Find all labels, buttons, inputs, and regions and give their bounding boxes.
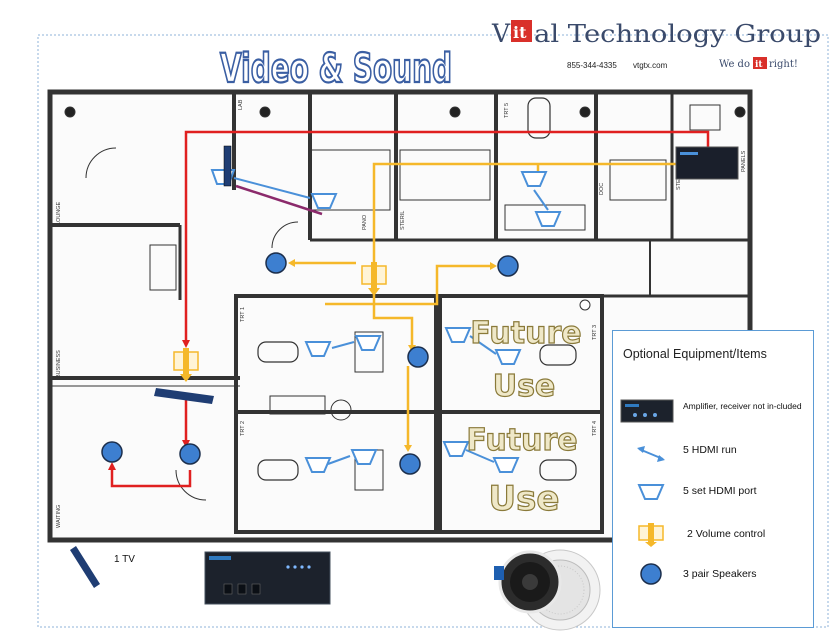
speaker-icon [101, 441, 123, 463]
brand-tagline-it-box [753, 57, 767, 69]
future-use-2-line-2: Use [489, 479, 560, 519]
hdmi-port-icon [494, 349, 522, 365]
speaker-icon [640, 563, 662, 585]
room-label-op5: TRT 5 [504, 103, 510, 118]
hdmi-runs [233, 177, 549, 465]
brand-it-box [511, 20, 532, 42]
speaker-icon [407, 346, 429, 368]
volume-control-icon [638, 523, 664, 547]
brand-tagline-prefix: We do [719, 59, 750, 70]
page-title: Video & Sound [220, 46, 452, 92]
hdmi-port-icon [492, 457, 520, 473]
tv-legend-icon [70, 546, 100, 588]
legend-item-hdmi-port: 5 set HDMI port [613, 481, 813, 511]
tv-wall-business [154, 388, 214, 404]
volume-control-icon [173, 348, 199, 382]
room-label-pano: PANO [362, 214, 368, 230]
future-use-1-line-1: Future [470, 316, 581, 351]
tv-label: 1 TV [114, 554, 135, 565]
yellow-arrow-head [490, 262, 497, 270]
legend-item-volume: 2 Volume control [613, 521, 813, 551]
legend-item-speakers: 3 pair Speakers [613, 561, 813, 591]
speakers [101, 252, 519, 475]
volume-control-icon [361, 262, 387, 296]
future-use-2-line-1: Future [466, 423, 577, 458]
legend-label-speakers: 3 pair Speakers [683, 568, 757, 580]
legend-label-volume: 2 Volume control [687, 528, 766, 540]
legend-title: Optional Equipment/Items [623, 347, 767, 361]
ceiling-speaker-photo [494, 549, 601, 631]
yellow-arrow-head [288, 259, 295, 267]
speaker-icon [179, 443, 201, 465]
red-arrow-head [182, 440, 190, 448]
hdmi-port-icon [442, 441, 470, 457]
hdmi-port-icon [310, 193, 338, 209]
room-label-doc: DOC [599, 183, 605, 195]
hdmi-port-icon [350, 449, 378, 465]
room-label-business: BUSINESS [56, 350, 62, 378]
purple-cable [235, 184, 323, 216]
hdmi-run-icon [637, 446, 665, 462]
legend-item-amplifier: Amplifier, receiver not in-cluded [613, 397, 813, 427]
amplifier-icon [620, 399, 674, 423]
brand-name-suffix: al Technology Group [534, 20, 821, 48]
hdmi-port-icon [637, 484, 665, 500]
brand-phone: 855-344-4335 [567, 61, 617, 70]
brand-name-it: it [513, 23, 527, 42]
red-arrow-head [182, 340, 190, 348]
legend-label-hdmi-run: 5 HDMI run [683, 444, 737, 456]
room-label-panels: PANELS [741, 150, 747, 172]
hdmi-port-icon [304, 457, 332, 473]
red-arrow-head [108, 462, 116, 470]
hdmi-port-icon [534, 211, 562, 227]
room-label-lounge: LOUNGE [56, 201, 62, 225]
room-label-lab: LAB [238, 99, 244, 110]
speaker-icon [265, 252, 287, 274]
brand-tagline-suffix: right! [769, 59, 798, 70]
room-label-waiting: WAITING [56, 505, 62, 528]
brand-tagline-it: it [755, 60, 763, 70]
future-use-labels: Future Use Future Use [466, 315, 582, 519]
tv-wall-lab [223, 145, 232, 187]
legend-item-hdmi-run: 5 HDMI run [613, 441, 813, 471]
hdmi-port-icon [444, 327, 472, 343]
legend-label-hdmi-port: 5 set HDMI port [683, 485, 757, 497]
room-label-op4: TRT 4 [592, 421, 598, 436]
brand-logo: V it al Technology Group 855-344-4335 vt… [491, 19, 821, 70]
amplifier-unit [675, 146, 739, 180]
page-frame [37, 34, 829, 628]
brand-name-prefix: V [491, 19, 511, 48]
room-label-op3: TRT 3 [592, 325, 598, 340]
future-use-1-line-2: Use [493, 369, 556, 404]
yellow-arrow-head [404, 445, 412, 452]
hdmi-ports [210, 169, 562, 473]
amplifier-display [680, 152, 698, 155]
room-label-op1: TRT 1 [240, 307, 246, 322]
speaker-icon [399, 453, 421, 475]
room-label-steril: STERIL [400, 211, 406, 230]
hdmi-port-icon [520, 171, 548, 187]
speaker-icon [497, 255, 519, 277]
brand-site: vtgtx.com [633, 61, 668, 70]
yellow-wire-run [292, 162, 700, 448]
red-wire-run [110, 130, 710, 488]
room-labels: LAB PANO STERIL LOUNGE BUSINESS WAITING … [56, 99, 747, 528]
room-label-ste: STE [676, 179, 682, 190]
amplifier-photo [204, 551, 331, 605]
legend-label-amplifier: Amplifier, receiver not in-cluded [683, 401, 802, 411]
room-label-op2: TRT 2 [240, 421, 246, 436]
legend-panel: Optional Equipment/Items Amplifier, rece… [612, 330, 814, 628]
hdmi-port-icon [304, 341, 332, 357]
hdmi-port-icon [354, 335, 382, 351]
